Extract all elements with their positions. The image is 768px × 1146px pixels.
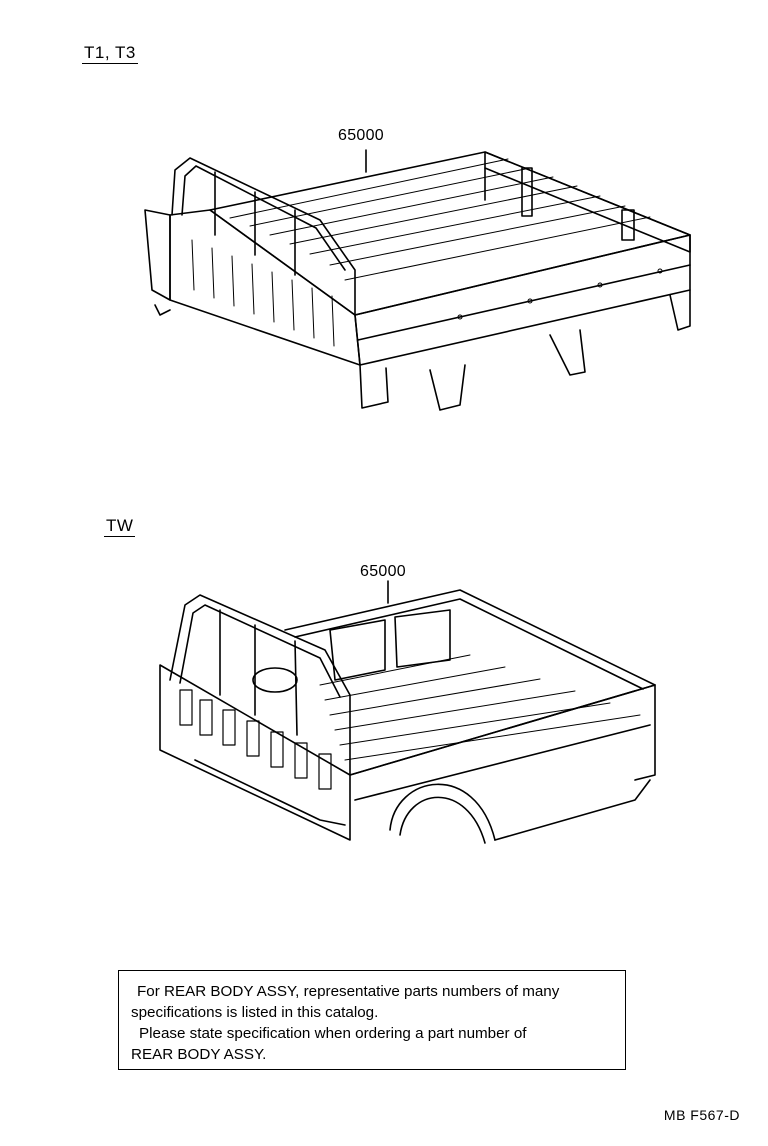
ordering-note-box: For REAR BODY ASSY, representative parts… xyxy=(118,970,626,1070)
note-line-2: specifications is listed in this catalog… xyxy=(131,1004,379,1021)
section-label-tw: TW xyxy=(104,516,136,537)
note-line-4: REAR BODY ASSY. xyxy=(131,1046,267,1063)
reference-code: MB F567-D xyxy=(663,1107,740,1123)
section-label-t1-t3: T1, T3 xyxy=(82,43,138,64)
part-number-label-lower: 65000 xyxy=(360,563,406,580)
note-line-3: Please state specification when ordering… xyxy=(139,1025,527,1042)
note-line-1: For REAR BODY ASSY, representative parts… xyxy=(137,983,560,1000)
pickup-rear-body-illustration xyxy=(159,580,656,844)
part-number-label-upper: 65000 xyxy=(338,127,384,144)
flatbed-rear-body-illustration xyxy=(144,149,691,411)
